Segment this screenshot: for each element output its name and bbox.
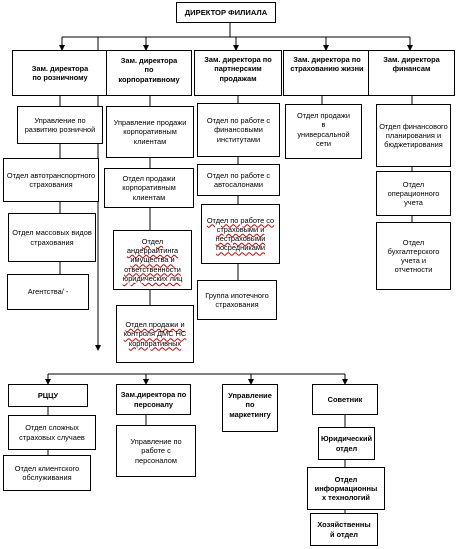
head-partner: Зам. директора по партнерским продажам [194, 50, 282, 96]
head-personnel: Зам.директора по персоналу [116, 384, 191, 415]
unit-household: Хозяйственны й отдел [310, 513, 378, 546]
unit-it: Отдел информационны х технологий [307, 467, 385, 510]
unit-financial-planning: Отдел финансового планирования и бюджети… [376, 104, 451, 167]
unit-customer-service: Отдел клиентского обслуживания [3, 455, 91, 491]
head-advisor: Советник [312, 384, 378, 415]
head-retail: Зам. директора по розничному [12, 50, 108, 96]
unit-corporate-sales-management: Управление продажи корпоративным клиента… [106, 106, 194, 158]
unit-agencies: Агентства/ - [7, 274, 89, 310]
head-marketing: Управление по маркетингу [222, 384, 278, 432]
unit-bookkeeping: Отдел бухгалтерского учета и отчетности [376, 222, 451, 290]
director-box: ДИРЕКТОР ФИЛИАЛА [176, 2, 276, 23]
unit-legal: Юридический отдел [318, 427, 375, 460]
unit-intermediaries-label: Отдел по работе со страховыми и нестрахо… [206, 215, 275, 253]
unit-universal-network: Отдел продажи в универсальной сети [285, 104, 362, 159]
head-finance: Зам. директора финансам [368, 50, 455, 96]
unit-underwriting-label: Отдел андеррайтинга имущества и ответств… [122, 236, 183, 283]
unit-dms-control: Отдел продажи и контроля ДМС НС корпорат… [116, 305, 194, 363]
unit-operational-accounting: Отдел операционного учета [376, 171, 451, 216]
unit-financial-institutions: Отдел по работе с финансовыми институтам… [197, 103, 280, 157]
unit-car-dealers: Отдел по работе с автосалонами [197, 164, 280, 196]
unit-mortgage-insurance: Группа ипотечного страхования [197, 280, 277, 320]
unit-intermediaries: Отдел по работе со страховыми и нестрахо… [201, 204, 280, 264]
head-corporate: Зам. директора по корпоративному [106, 50, 192, 96]
unit-auto-insurance: Отдел автотранспортного страхования [3, 158, 99, 202]
unit-retail-development: Управление по развитию розничной [17, 106, 103, 144]
unit-dms-control-label: Отдел продажи и контроля ДМС НС корпорат… [123, 320, 187, 348]
head-rccu: РЦЦУ [8, 384, 88, 407]
unit-complex-claims: Отдел сложных страховых случаев [8, 415, 96, 450]
unit-mass-insurance: Отдел массовых видов страхования [8, 213, 96, 262]
head-life: Зам. директора по страхованию жизни [283, 50, 371, 96]
unit-underwriting: Отдел андеррайтинга имущества и ответств… [113, 230, 192, 290]
unit-personnel-management: Управление по работе с персоналом [116, 425, 196, 477]
unit-corporate-sales: Отдел продажи корпоративным клиентам [104, 168, 194, 208]
